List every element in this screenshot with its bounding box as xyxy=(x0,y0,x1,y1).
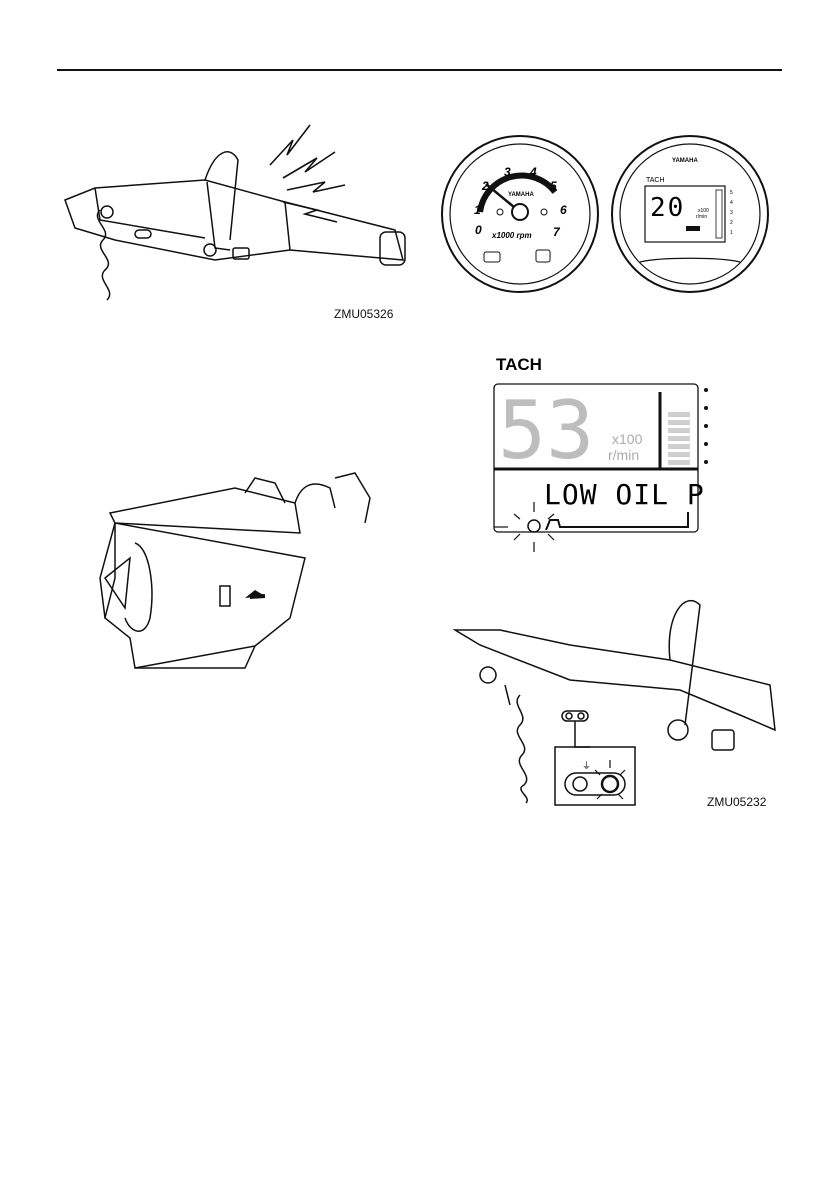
figure-tiller-warning xyxy=(55,110,415,310)
analog-tachometer: 0 1 2 3 4 5 6 7 YAMAHA x1000 rpm xyxy=(442,136,598,292)
tiller-handle-illustration xyxy=(55,110,415,310)
warning-horn-icon xyxy=(270,125,345,222)
temperature-icon: ⏚ xyxy=(582,761,591,772)
figure-code: ZMU05232 xyxy=(707,795,766,809)
tach-display-illustration: TACH 53 x100 r/min LOW OIL P xyxy=(488,352,718,567)
lower-unit-illustration xyxy=(95,468,395,678)
tick-label: 3 xyxy=(504,165,511,179)
tick-label: 6 xyxy=(560,203,567,217)
gauge-brand: YAMAHA xyxy=(508,192,534,198)
scale-label: 3 xyxy=(730,210,733,216)
tach-unit-top: x100 xyxy=(612,431,643,447)
figure-code: ZMU05326 xyxy=(334,307,393,321)
tach-unit-bottom: r/min xyxy=(608,447,639,463)
figure-tach-display: TACH 53 x100 r/min LOW OIL P xyxy=(488,352,718,567)
scale-label: 5 xyxy=(730,190,733,196)
tach-message: LOW OIL P xyxy=(544,478,705,511)
tach-value: 53 xyxy=(498,384,594,477)
scale-label: 1 xyxy=(730,230,733,236)
tach-label: TACH xyxy=(496,355,542,374)
figure-tiller-indicator: ⏚ xyxy=(450,585,785,810)
tick-label: 2 xyxy=(481,179,489,193)
digital-value: 20 xyxy=(650,193,685,223)
digital-label: TACH xyxy=(646,177,665,184)
figure-lower-unit xyxy=(95,468,395,678)
gauge-unit: x1000 rpm xyxy=(491,231,532,240)
figure-gauges: 0 1 2 3 4 5 6 7 YAMAHA x1000 rpm YAMAHA … xyxy=(440,132,790,297)
digital-tachometer: YAMAHA TACH 20 x100 r/min 5 4 3 2 1 xyxy=(612,136,768,292)
scale-label: 4 xyxy=(730,200,733,206)
tick-label: 4 xyxy=(529,165,537,179)
gauge-brand: YAMAHA xyxy=(672,158,698,164)
tick-label: 5 xyxy=(550,179,557,193)
tick-label: 1 xyxy=(474,203,481,217)
digital-unit-bottom: r/min xyxy=(696,214,707,220)
gauges-illustration: 0 1 2 3 4 5 6 7 YAMAHA x1000 rpm YAMAHA … xyxy=(440,132,790,297)
scale-label: 2 xyxy=(730,220,733,226)
tiller-indicator-illustration: ⏚ xyxy=(450,585,785,810)
tick-label: 0 xyxy=(475,223,482,237)
header-rule xyxy=(57,69,782,71)
